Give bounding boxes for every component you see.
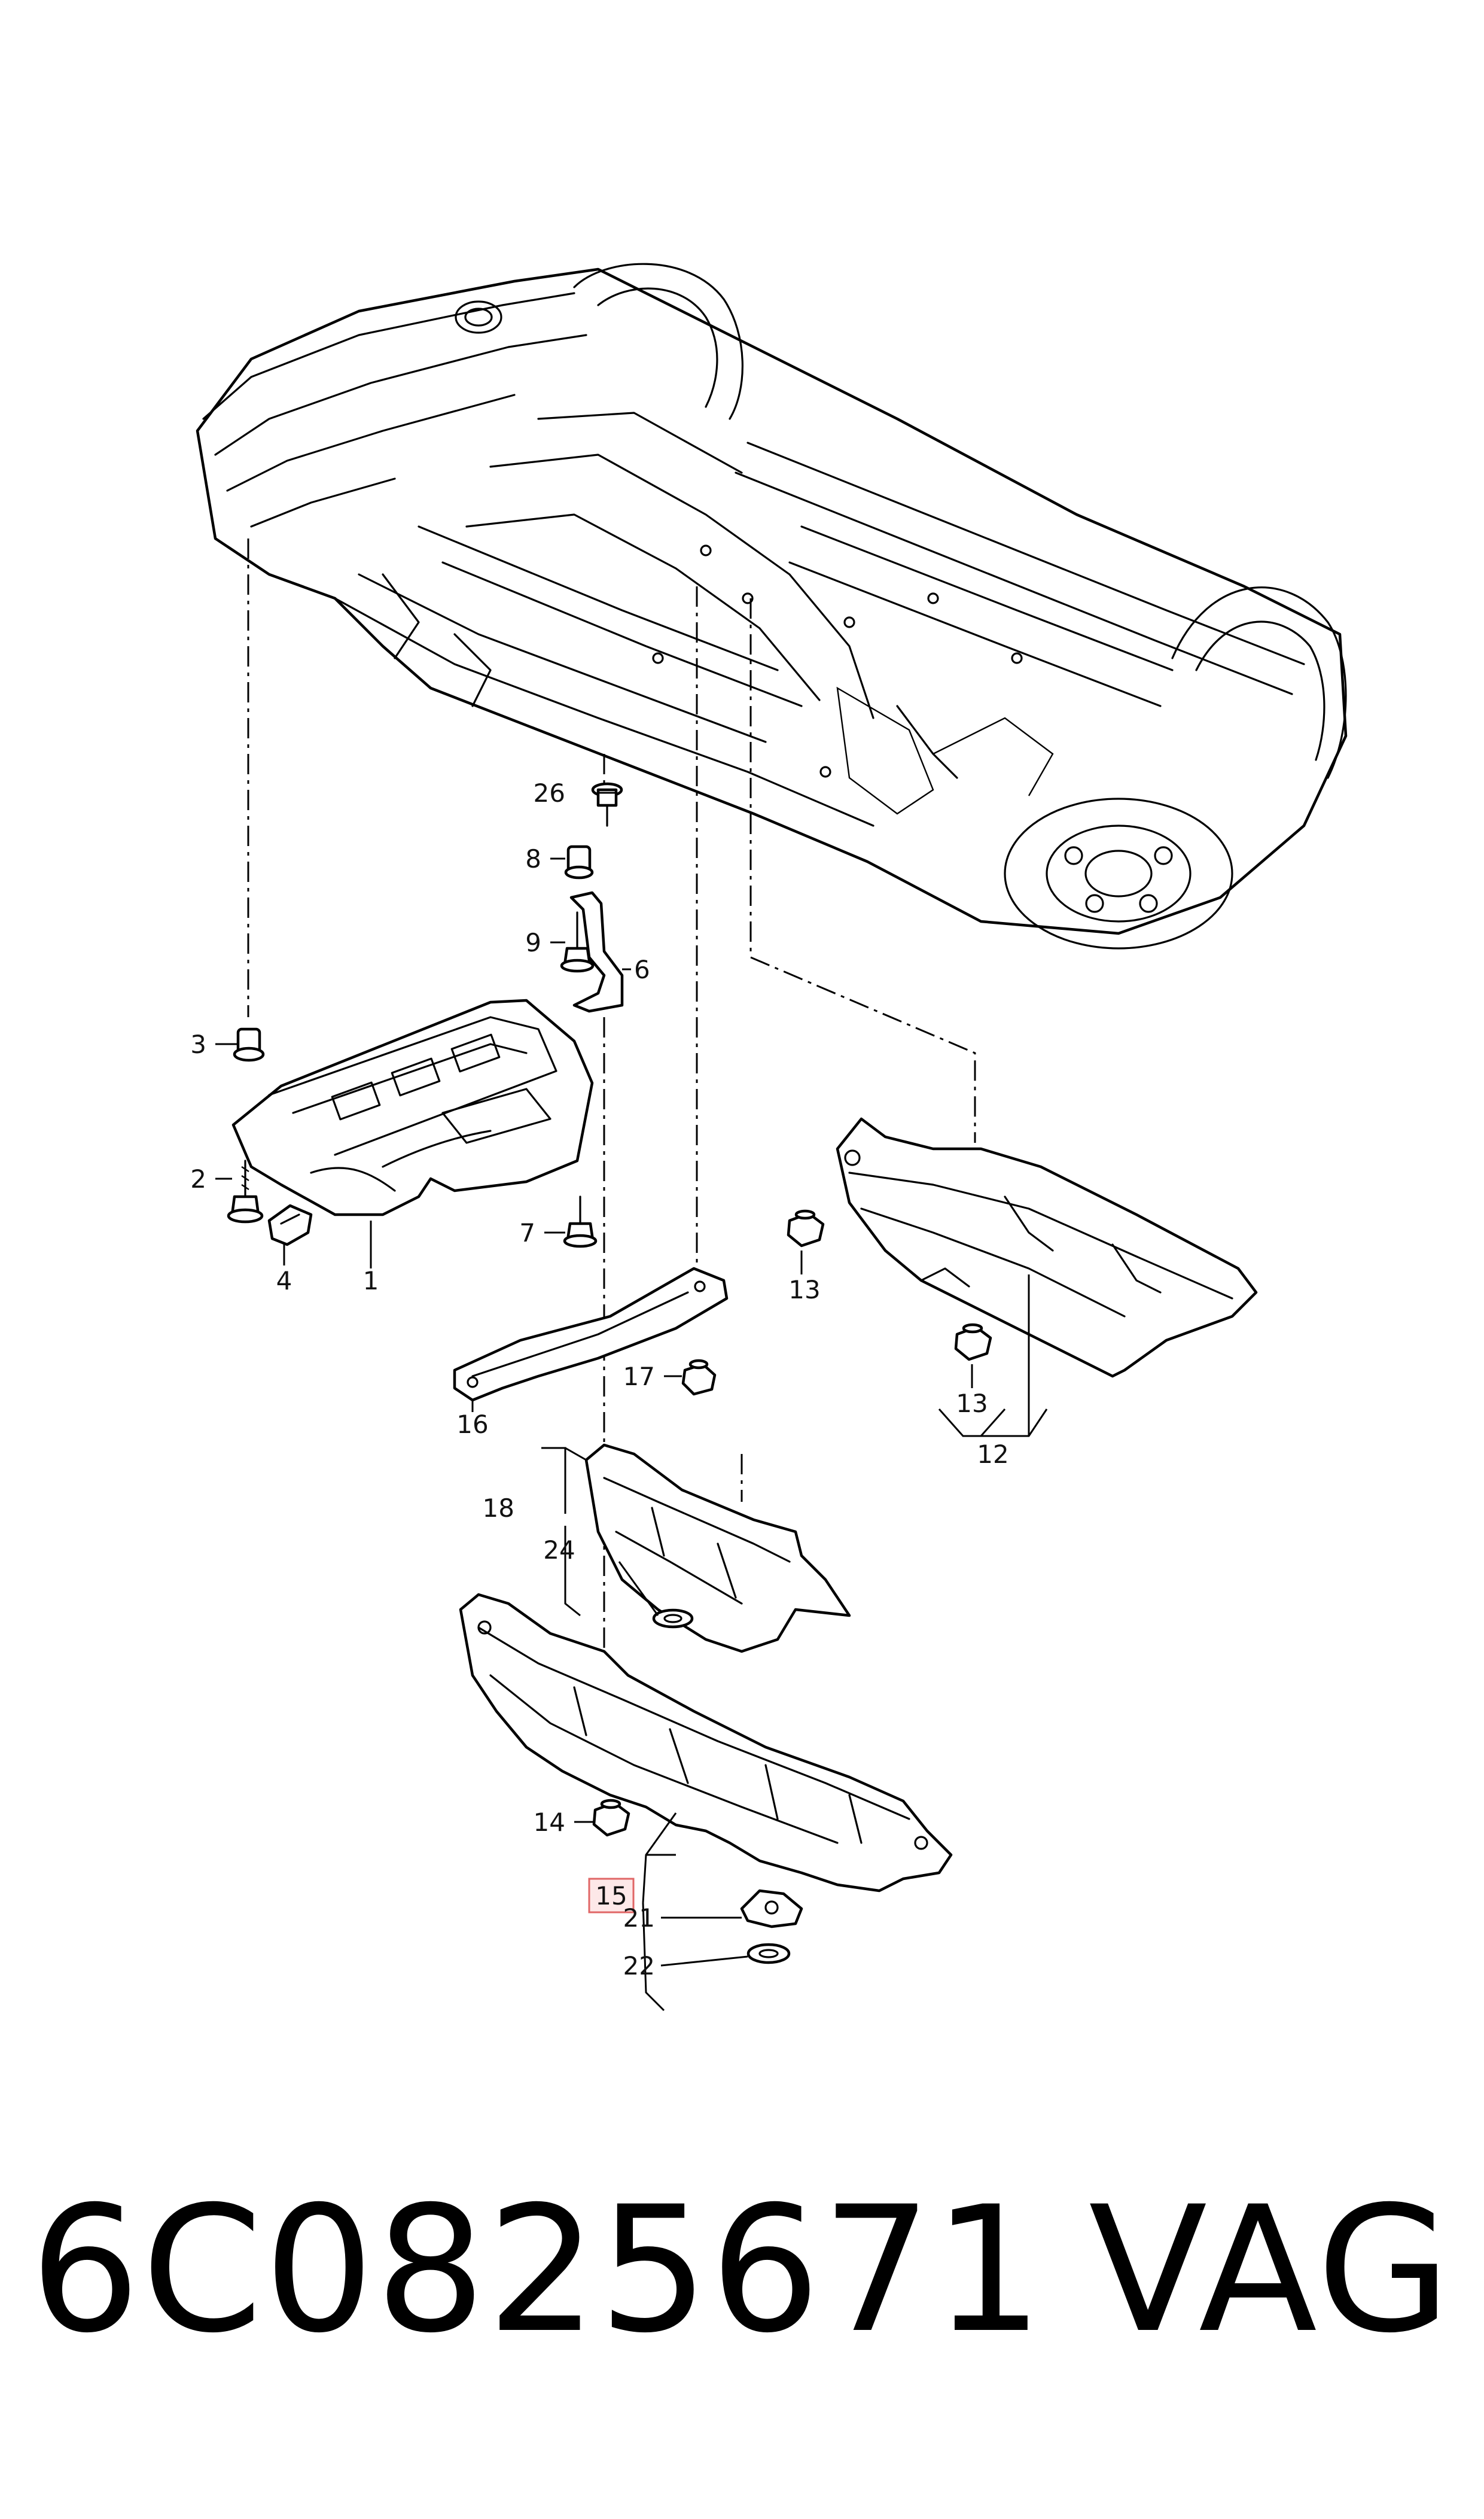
callout-18: 18 <box>483 1493 514 1523</box>
callout-3: 3 <box>190 1030 206 1059</box>
clip-part-24 <box>652 1608 694 1629</box>
heat-shield-part-18 <box>584 1443 851 1653</box>
callout-6: 6 <box>634 955 650 984</box>
callout-14: 14 <box>534 1808 565 1837</box>
callout-15: 15 <box>595 1881 627 1910</box>
heat-shield-part-12 <box>836 1117 1258 1378</box>
nut-part-13-upper <box>787 1209 825 1248</box>
nut-part-14 <box>592 1799 630 1837</box>
callout-9: 9 <box>525 928 541 957</box>
nut-part-17 <box>681 1359 717 1396</box>
bolt-part-9 <box>560 911 595 973</box>
spacer-part-8 <box>564 845 594 880</box>
bolt-part-3 <box>233 1027 265 1062</box>
callout-15-highlight <box>588 1878 635 1913</box>
callout-13-upper: 13 <box>788 1275 820 1304</box>
callout-17: 17 <box>623 1362 655 1391</box>
clip-part-4 <box>267 1204 313 1246</box>
callout-16: 16 <box>456 1410 488 1439</box>
part-number: 6C0825671 <box>30 2170 1045 2371</box>
callout-7: 7 <box>519 1218 535 1248</box>
callout-2: 2 <box>190 1164 206 1194</box>
brand-label: VAG <box>1089 2170 1453 2371</box>
washer-part-22 <box>746 1943 791 1964</box>
callout-1: 1 <box>363 1266 379 1295</box>
bracket-part-21 <box>740 1889 803 1928</box>
callout-8: 8 <box>525 844 541 874</box>
engine-undertray-part-1 <box>231 999 594 1216</box>
callout-24: 24 <box>543 1535 575 1565</box>
assembly-lines <box>247 539 976 1657</box>
vehicle-underbody <box>196 263 1348 950</box>
leader-lines <box>215 792 1048 2012</box>
cross-bracket-part-16 <box>453 1267 729 1402</box>
heat-shield-part-15 <box>459 1593 953 1893</box>
callout-12: 12 <box>977 1440 1008 1469</box>
callout-22: 22 <box>623 1951 655 1980</box>
bolt-part-26 <box>591 782 623 827</box>
callout-13-lower: 13 <box>956 1389 988 1418</box>
callout-26: 26 <box>534 778 565 808</box>
bolt-part-7 <box>563 1195 598 1248</box>
callout-4: 4 <box>276 1266 292 1295</box>
callout-labels: 26 8 9 6 3 2 4 1 7 13 17 16 13 12 18 24 … <box>190 778 1008 1980</box>
nut-part-13-lower <box>954 1323 992 1361</box>
callout-21: 21 <box>623 1903 655 1933</box>
bolt-part-2 <box>227 1160 264 1224</box>
